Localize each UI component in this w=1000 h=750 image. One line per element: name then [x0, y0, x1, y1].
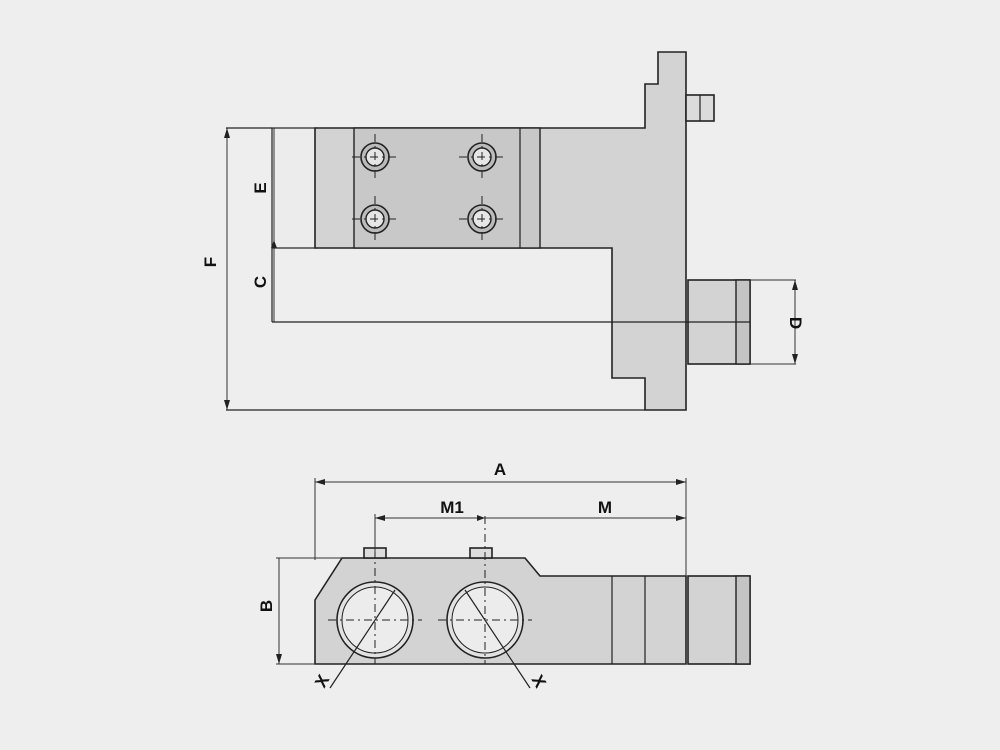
- bore-left: [328, 550, 422, 689]
- label-E: E: [251, 182, 270, 193]
- bolt-bottom-right: [459, 196, 505, 242]
- label-M: M: [598, 498, 612, 517]
- top-view: F E C D: [201, 51, 805, 411]
- top-view-envelope: [271, 127, 318, 249]
- label-A: A: [494, 460, 506, 479]
- front-pin-right: [469, 547, 493, 559]
- label-C: C: [251, 276, 270, 288]
- bolt-bottom-left: [352, 196, 398, 242]
- label-D: D: [786, 317, 805, 329]
- label-B: B: [257, 600, 276, 612]
- bolt-top-right: [459, 134, 505, 180]
- bolt-top-left: [352, 134, 398, 180]
- bore-right: [438, 516, 532, 689]
- label-F: F: [201, 257, 220, 267]
- label-M1: M1: [440, 498, 464, 517]
- label-X-right: X: [528, 672, 550, 692]
- front-view: X X A M1 M B: [257, 460, 751, 692]
